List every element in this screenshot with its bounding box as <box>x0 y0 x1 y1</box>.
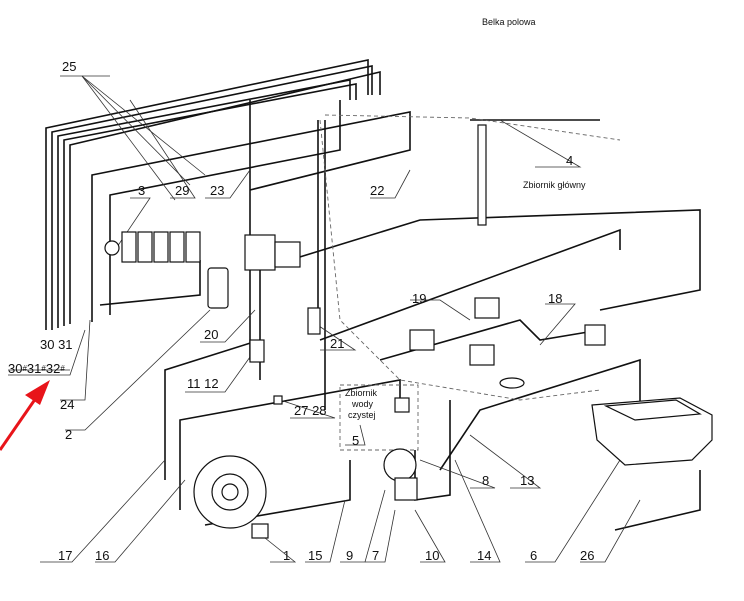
nozzle-left <box>409 329 435 351</box>
control-valves <box>104 231 201 263</box>
nozzle-mid <box>469 344 495 366</box>
callout-6: 6 <box>530 548 538 563</box>
clean-water-annotation-3: czystej <box>348 410 376 420</box>
callout-3: 3 <box>138 183 146 198</box>
callout-11-12: 11 12 <box>187 376 219 391</box>
callout-14: 14 <box>477 548 492 563</box>
callout-20: 20 <box>204 327 219 342</box>
callout-16: 16 <box>95 548 110 563</box>
callout-23: 23 <box>210 183 225 198</box>
nozzle-top <box>474 297 500 319</box>
callout-15: 15 <box>308 548 323 563</box>
main-tank-annotation: Zbiornik główny <box>523 180 586 190</box>
callout-21: 21 <box>330 336 345 351</box>
callout-13: 13 <box>520 473 535 488</box>
callout-22: 22 <box>370 183 385 198</box>
valve-21 <box>307 307 321 335</box>
callout-1: 1 <box>283 548 291 563</box>
callout-30-31-32-hash: 30#31#32# <box>8 361 65 376</box>
tank-drain-13 <box>499 377 525 389</box>
callout-5: 5 <box>352 433 360 448</box>
filter <box>207 267 229 309</box>
boom-annotation: Belka polowa <box>482 17 536 27</box>
nozzle-right <box>584 324 606 346</box>
main-valve <box>244 234 276 271</box>
clean-water-fitting <box>394 397 410 413</box>
callout-8: 8 <box>482 473 490 488</box>
dashed-lines <box>319 114 621 451</box>
leader-lines <box>8 75 641 563</box>
highlight-arrow <box>0 380 50 451</box>
callout-24: 24 <box>60 397 75 412</box>
valve-box <box>274 241 301 268</box>
callout-17: 17 <box>58 548 73 563</box>
callout-29: 29 <box>175 183 190 198</box>
callout-2: 2 <box>65 427 73 442</box>
components <box>104 124 713 539</box>
callout-19: 19 <box>412 291 427 306</box>
callout-10: 10 <box>425 548 440 563</box>
pressure-regulator-8 <box>383 448 417 482</box>
callout-27-28: 27 28 <box>294 403 327 418</box>
callout-18: 18 <box>548 291 563 306</box>
callout-4: 4 <box>566 153 574 168</box>
callout-26: 26 <box>580 548 595 563</box>
clean-water-annotation-1: Zbiornik <box>345 388 378 398</box>
callout-7: 7 <box>372 548 380 563</box>
hose-lines <box>45 59 701 531</box>
callout-9: 9 <box>346 548 354 563</box>
connector-27-28 <box>273 395 283 405</box>
callout-25: 25 <box>62 59 77 74</box>
callout-30-31: 30 31 <box>40 337 73 352</box>
tank-level-tube <box>477 124 487 226</box>
regulator-body <box>394 477 418 501</box>
clean-water-annotation-2: wody <box>352 399 374 409</box>
ball-valve-11-12 <box>249 339 265 363</box>
